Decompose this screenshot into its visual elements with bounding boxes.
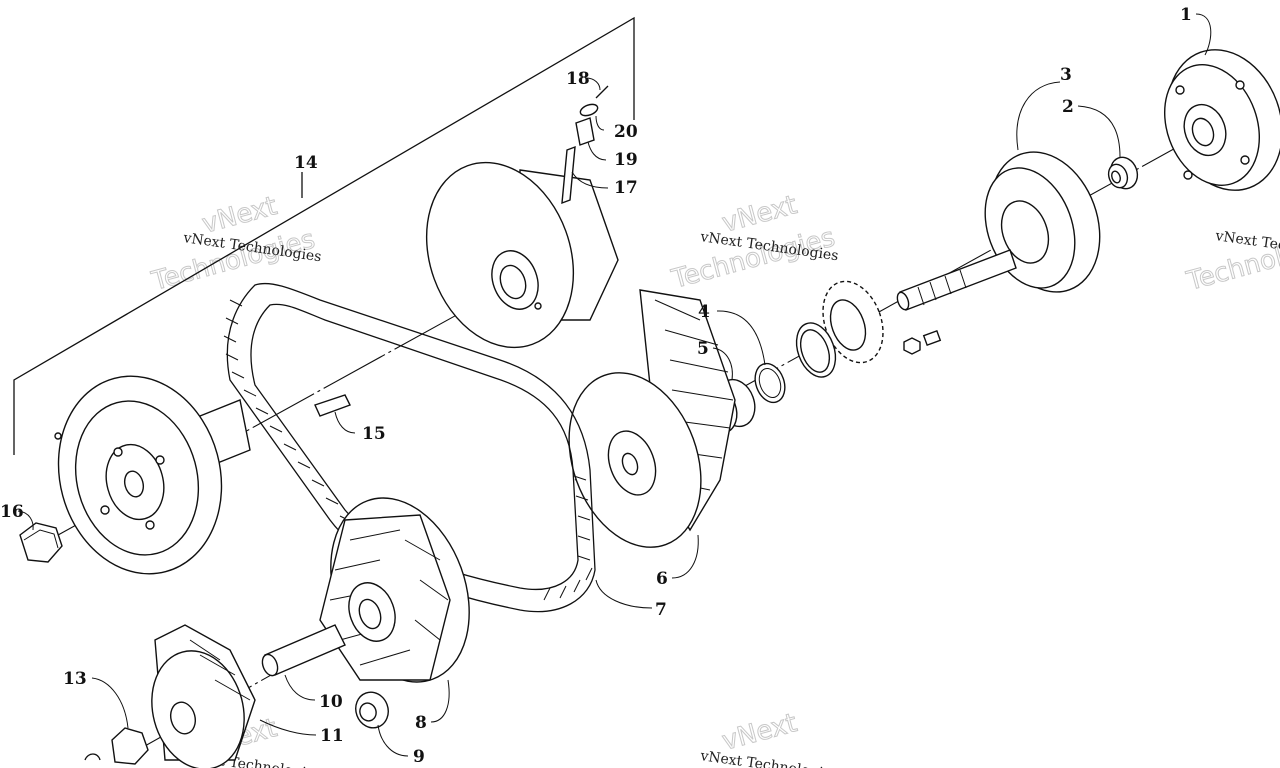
- o-ring: [754, 362, 786, 404]
- drive-pulley: [54, 375, 251, 575]
- watermark-bottom-center: vNext vNext Technologies: [698, 708, 839, 768]
- part-number-label: 3: [1060, 65, 1072, 85]
- washer: [579, 103, 599, 117]
- fixed-sheave: [151, 624, 256, 768]
- watermark-left: Technologies vNext vNext Technologies: [148, 191, 323, 298]
- part-number-label: 2: [1062, 97, 1074, 117]
- stud: [561, 145, 576, 205]
- leader-lines: [17, 13, 1212, 757]
- watermark-outline-text: vNext: [719, 190, 800, 239]
- part-number-label: 1: [1180, 5, 1192, 25]
- bearing: [822, 280, 884, 364]
- small-bearing: [355, 691, 389, 729]
- flange-nut: [19, 522, 63, 563]
- driven-clutch: [896, 151, 1101, 311]
- part-number-label: 17: [614, 178, 638, 198]
- assembly-bracket: [13, 16, 635, 455]
- part-number-label: 5: [697, 339, 709, 359]
- watermark-outline-text: vNext: [719, 708, 800, 757]
- watermark-right: Technologies vNext Technologies: [1183, 224, 1280, 297]
- retaining-ring: [795, 322, 837, 378]
- nut: [1107, 156, 1139, 190]
- roller: [575, 117, 595, 146]
- fan-sheave: [568, 289, 736, 548]
- part-number-labels: 1 2 3 4 5 6 7 8 9 10 11 13 14 15 16 17 1…: [0, 5, 1192, 767]
- housing-cover: [1163, 49, 1280, 191]
- part-number-label: 11: [320, 726, 344, 746]
- watermark-text: vNext Technologies: [698, 748, 839, 768]
- part-number-label: 13: [63, 669, 87, 689]
- clip: [84, 753, 101, 761]
- watermark-outline-text: vNext: [199, 191, 280, 240]
- part-number-label: 14: [294, 153, 318, 173]
- watermark-center: Technologies vNext vNext Technologies: [668, 190, 840, 296]
- sleeve: [261, 624, 346, 677]
- part-number-label: 7: [655, 600, 667, 620]
- o-ring-inner: [758, 367, 782, 399]
- spider-assembly: [319, 497, 470, 683]
- bolt: [903, 330, 942, 355]
- part-number-label: 9: [413, 747, 425, 767]
- part-number-label: 4: [698, 302, 710, 322]
- part-number-label: 6: [656, 569, 668, 589]
- part-number-label: 16: [0, 502, 24, 522]
- part-number-label: 15: [362, 424, 386, 444]
- cotter-pin: [595, 85, 609, 99]
- hex-nut: [111, 727, 149, 765]
- part-number-label: 20: [614, 122, 638, 142]
- part-number-label: 10: [319, 692, 343, 712]
- part-number-label: 8: [415, 713, 427, 733]
- pin-assembly: [561, 85, 609, 205]
- part-number-label: 19: [614, 150, 638, 170]
- shaft-key: [314, 394, 351, 417]
- part-number-label: 18: [566, 69, 590, 89]
- movable-drive-sheave: [425, 161, 619, 349]
